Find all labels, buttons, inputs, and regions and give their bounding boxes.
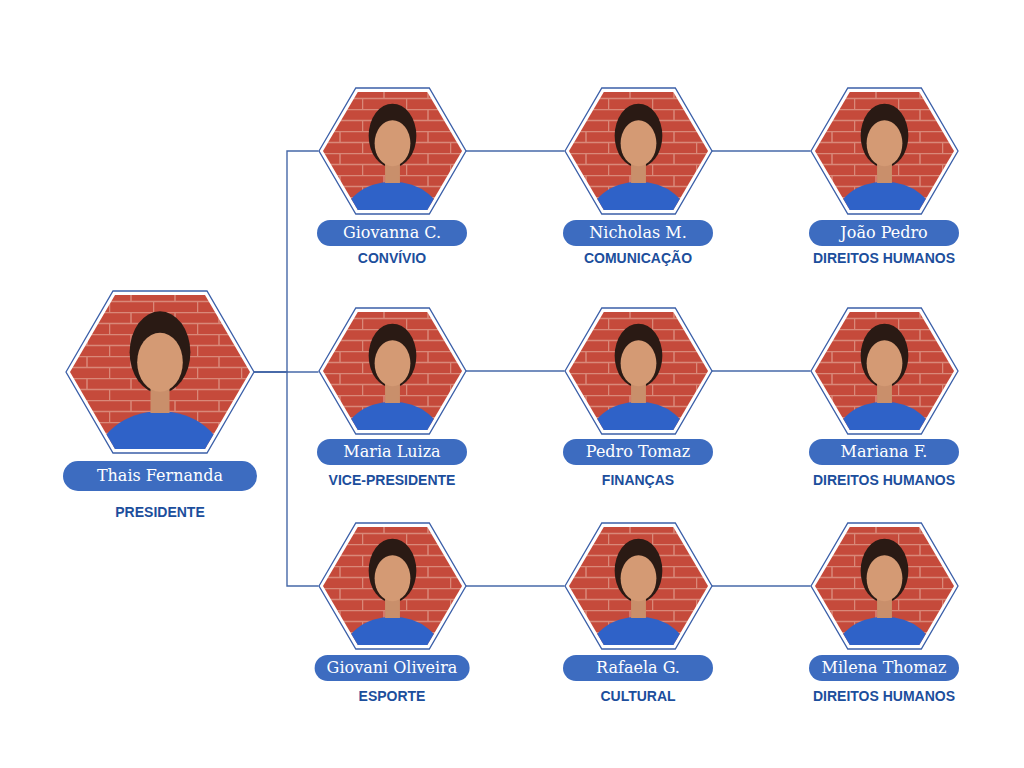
- member-name: Nicholas M.: [589, 223, 686, 242]
- hair: [130, 311, 191, 393]
- org-connector: [712, 585, 811, 586]
- portrait-placeholder: [810, 307, 959, 484]
- role-label: DIREITOS HUMANOS: [813, 471, 955, 489]
- hexagon-frame: [65, 290, 255, 454]
- member-node: Giovanna C.CONVÍVIO: [318, 87, 467, 215]
- hair: [614, 104, 662, 168]
- org-connector: [712, 370, 811, 371]
- member-node: Nicholas M.COMUNICAÇÃO: [564, 87, 713, 215]
- member-node: Thais FernandaPRESIDENTE: [65, 290, 255, 454]
- portrait-placeholder: [318, 307, 467, 484]
- member-name: Mariana F.: [841, 442, 928, 461]
- portrait-placeholder: [810, 87, 959, 264]
- member-name: Pedro Tomaz: [586, 442, 690, 461]
- hair: [368, 104, 416, 168]
- face: [866, 555, 902, 601]
- role-label: ESPORTE: [359, 687, 426, 705]
- portrait-placeholder: [318, 87, 467, 264]
- name-pill: Rafaela G.: [563, 655, 713, 681]
- member-name: Milena Thomaz: [822, 658, 947, 677]
- role-label: COMUNICAÇÃO: [584, 249, 692, 267]
- role-label: DIREITOS HUMANOS: [813, 249, 955, 267]
- hexagon-frame: [564, 87, 713, 215]
- role-label: FINANÇAS: [602, 471, 674, 489]
- member-name: João Pedro: [840, 223, 927, 242]
- name-pill: Thais Fernanda: [63, 461, 257, 491]
- member-node: João PedroDIREITOS HUMANOS: [810, 87, 959, 215]
- name-pill: Mariana F.: [809, 439, 959, 465]
- hair: [860, 104, 908, 168]
- face: [866, 120, 902, 166]
- org-connector: [466, 150, 565, 151]
- name-pill: Maria Luiza: [317, 439, 467, 465]
- face: [374, 120, 410, 166]
- member-name: Giovanna C.: [343, 223, 441, 242]
- member-name: Thais Fernanda: [97, 466, 223, 485]
- hexagon-frame: [318, 522, 467, 650]
- org-connector: [712, 150, 811, 151]
- hexagon-frame: [810, 307, 959, 435]
- portrait-placeholder: [810, 522, 959, 699]
- member-name: Maria Luiza: [343, 442, 440, 461]
- shirt: [833, 402, 934, 484]
- hexagon-frame: [564, 307, 713, 435]
- face: [866, 340, 902, 386]
- role-label: VICE-PRESIDENTE: [329, 471, 456, 489]
- name-pill: Giovanna C.: [317, 220, 467, 246]
- name-pill: João Pedro: [809, 220, 959, 246]
- member-node: Milena ThomazDIREITOS HUMANOS: [810, 522, 959, 650]
- face: [620, 340, 656, 386]
- hair: [614, 324, 662, 388]
- org-connector: [254, 372, 319, 586]
- member-name: Rafaela G.: [596, 658, 680, 677]
- org-connector: [466, 370, 565, 371]
- member-node: Maria LuizaVICE-PRESIDENTE: [318, 307, 467, 435]
- hexagon-frame: [318, 87, 467, 215]
- hexagon-frame: [318, 307, 467, 435]
- face: [137, 333, 183, 392]
- hair: [614, 539, 662, 603]
- role-label: CULTURAL: [600, 687, 675, 705]
- face: [620, 120, 656, 166]
- hexagon-frame: [810, 522, 959, 650]
- member-node: Rafaela G.CULTURAL: [564, 522, 713, 650]
- role-label: DIREITOS HUMANOS: [813, 687, 955, 705]
- hair: [368, 324, 416, 388]
- hexagon-frame: [564, 522, 713, 650]
- hair: [860, 324, 908, 388]
- role-label: PRESIDENTE: [115, 503, 204, 521]
- face: [374, 340, 410, 386]
- face: [620, 555, 656, 601]
- name-pill: Pedro Tomaz: [563, 439, 713, 465]
- name-pill: Giovani Oliveira: [315, 655, 470, 681]
- hair: [368, 539, 416, 603]
- org-connector: [254, 151, 319, 372]
- member-node: Pedro TomazFINANÇAS: [564, 307, 713, 435]
- name-pill: Nicholas M.: [563, 220, 713, 246]
- hair: [860, 539, 908, 603]
- shirt: [341, 402, 442, 484]
- org-connector: [466, 585, 565, 586]
- portrait-placeholder: [564, 522, 713, 699]
- portrait-placeholder: [564, 307, 713, 484]
- face: [374, 555, 410, 601]
- name-pill: Milena Thomaz: [809, 655, 959, 681]
- member-name: Giovani Oliveira: [327, 658, 458, 677]
- portrait-placeholder: [564, 87, 713, 264]
- member-node: Mariana F.DIREITOS HUMANOS: [810, 307, 959, 435]
- portrait-placeholder: [318, 522, 467, 699]
- role-label: CONVÍVIO: [358, 249, 426, 267]
- member-node: Giovani OliveiraESPORTE: [318, 522, 467, 650]
- hexagon-frame: [810, 87, 959, 215]
